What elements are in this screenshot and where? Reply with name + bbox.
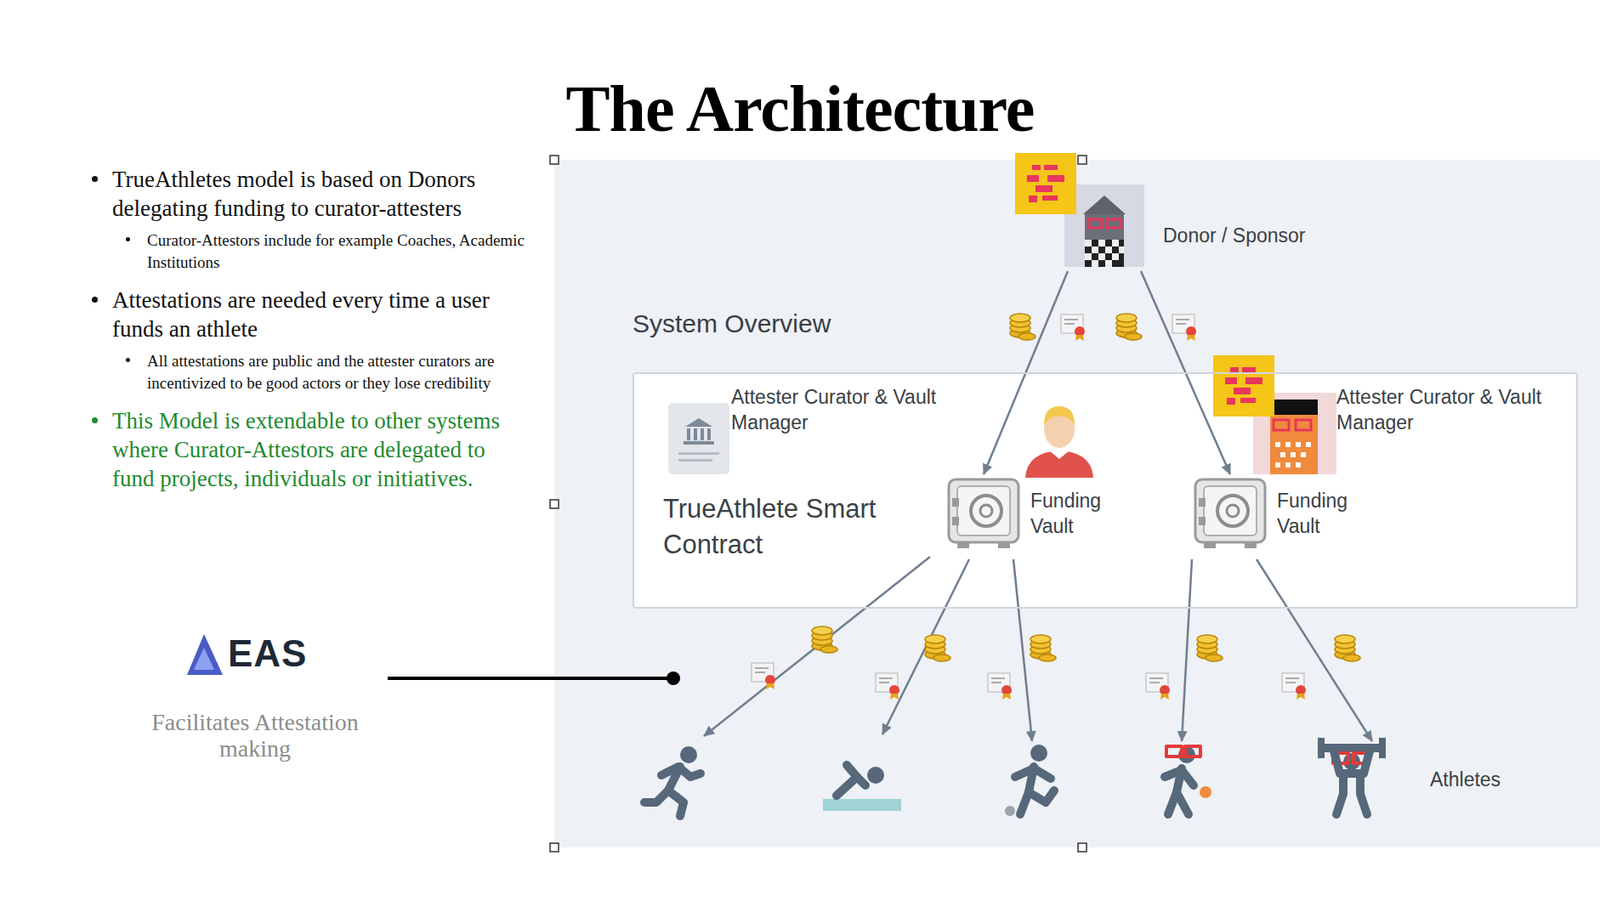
panel-ground <box>554 159 1600 848</box>
section-label: System Overview <box>632 309 831 339</box>
contract-box: TrueAthlete Smart Contract Attester Curat… <box>632 372 1578 609</box>
vault-node: Funding Vault <box>943 476 1119 553</box>
logo-text: EAS <box>227 632 307 676</box>
node-text: TrueAthlete Smart Contract <box>663 491 919 563</box>
group-label: Athletes <box>1429 768 1501 792</box>
node-text: Funding Vault <box>1276 487 1362 540</box>
qr-badge <box>1015 153 1077 215</box>
node-text: Funding Vault <box>1030 487 1116 540</box>
curator-node: Attester Curator & Vault Manager <box>1336 384 1570 437</box>
athlete-icons <box>644 737 1386 817</box>
slide-title: The Architecture <box>0 74 1600 143</box>
vault-icon <box>1195 479 1266 549</box>
vault-icon <box>948 479 1019 549</box>
bullet-text: This Model is extendable to other system… <box>90 406 533 494</box>
donor-node: Donor / Sponsor <box>1062 182 1148 268</box>
contract-doc-icon <box>668 402 730 475</box>
leader-dot <box>666 671 681 686</box>
swimmer-icon <box>822 765 902 812</box>
payout-arrows <box>703 556 1373 742</box>
selection-handles <box>550 155 1087 852</box>
curator-person-icon <box>1025 406 1094 478</box>
runner-icon <box>644 746 701 817</box>
bullet-text: Attestations are needed every time a use… <box>90 285 533 344</box>
qr-badge <box>1213 355 1275 417</box>
node-text: Donor / Sponsor <box>1163 222 1305 249</box>
node-text: Attester Curator & Vault Manager <box>731 384 987 436</box>
bullet-text: All attestations are public and the atte… <box>90 350 533 395</box>
logo-caption: Facilitates Attestation making <box>127 709 383 762</box>
eas-logo <box>187 634 223 676</box>
node-text: Attester Curator & Vault Manager <box>1336 384 1568 436</box>
donor-icon <box>1064 184 1145 267</box>
basketball-icon <box>1164 746 1212 815</box>
vault-node: Funding Vault <box>1190 476 1366 553</box>
kicker-icon <box>1004 744 1055 817</box>
leader-line <box>387 676 669 681</box>
bullet-text: Curator-Attestors include for example Co… <box>90 229 533 274</box>
curator-node: Attester Curator & Vault Manager <box>731 384 988 437</box>
contract-ground <box>632 372 1578 609</box>
bullet-text: TrueAthletes model is based on Donors de… <box>90 164 533 223</box>
coin-stacks <box>811 313 1361 662</box>
bullet-list: TrueAthletes model is based on Donors de… <box>90 164 533 494</box>
weightlifter-icon <box>1317 737 1386 815</box>
